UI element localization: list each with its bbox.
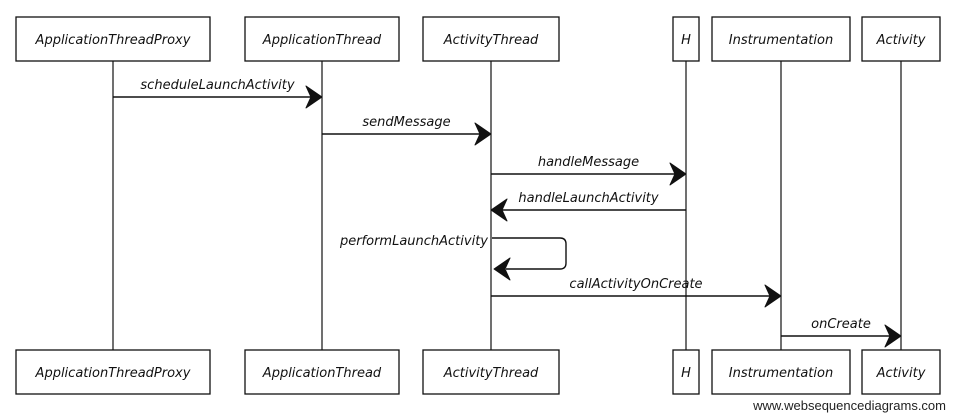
message-handleLaunchActivity: handleLaunchActivity (490, 191, 686, 222)
message-sendMessage: sendMessage (322, 115, 492, 146)
lifelines (112, 61, 902, 350)
arrowhead (493, 257, 511, 281)
participant-box-frame (422, 16, 560, 62)
participant-box-appthread-top: ApplicationThread (244, 16, 400, 62)
message-label: onCreate (811, 317, 871, 332)
arrowhead (305, 85, 323, 109)
message-performLaunchActivity: performLaunchActivity (339, 234, 567, 281)
participant-box-activity-top: Activity (861, 16, 941, 62)
participant-label: Instrumentation (729, 33, 833, 48)
participant-box-frame (15, 349, 211, 395)
message-scheduleLaunchActivity: scheduleLaunchActivity (113, 78, 323, 109)
participant-box-frame (15, 16, 211, 62)
participant-box-frame (711, 349, 851, 395)
participant-boxes: ApplicationThreadProxyApplicationThreadP… (15, 16, 941, 395)
participant-box-proxy-bottom: ApplicationThreadProxy (15, 349, 211, 395)
participant-box-frame (422, 349, 560, 395)
participant-label: ApplicationThreadProxy (35, 33, 191, 48)
participant-box-frame (861, 16, 941, 62)
message-callActivityOnCreate: callActivityOnCreate (491, 277, 782, 308)
participant-box-activity-bottom: Activity (861, 349, 941, 395)
participant-box-frame (861, 349, 941, 395)
message-label: performLaunchActivity (339, 234, 488, 249)
participant-label: Activity (876, 366, 926, 381)
message-onCreate: onCreate (781, 317, 902, 348)
participant-label: ApplicationThread (262, 366, 382, 381)
participant-box-frame (244, 349, 400, 395)
arrowhead (764, 284, 782, 308)
arrowhead (669, 162, 687, 186)
participant-box-activitythread-bottom: ActivityThread (422, 349, 560, 395)
message-label: sendMessage (362, 115, 450, 130)
message-label: handleLaunchActivity (518, 191, 659, 206)
self-message-line (492, 237, 567, 270)
participant-box-h-bottom: H (672, 349, 700, 395)
participant-label: ApplicationThread (262, 33, 382, 48)
participant-label: H (681, 366, 691, 381)
participant-box-h-top: H (672, 16, 700, 62)
message-label: callActivityOnCreate (569, 277, 702, 292)
participant-label: Instrumentation (729, 366, 833, 381)
participant-box-frame (711, 16, 851, 62)
participant-box-instr-top: Instrumentation (711, 16, 851, 62)
participant-label: ActivityThread (443, 33, 539, 48)
arrowhead (490, 198, 508, 222)
participant-label: ApplicationThreadProxy (35, 366, 191, 381)
participant-box-instr-bottom: Instrumentation (711, 349, 851, 395)
participant-box-frame (672, 349, 700, 395)
arrowhead (474, 122, 492, 146)
message-label: handleMessage (538, 155, 639, 170)
participant-box-appthread-bottom: ApplicationThread (244, 349, 400, 395)
watermark-footer: www.websequencediagrams.com (753, 398, 946, 413)
participant-label: ActivityThread (443, 366, 539, 381)
participant-label: Activity (876, 33, 926, 48)
messages: scheduleLaunchActivity sendMessage handleM… (113, 78, 902, 348)
message-handleMessage: handleMessage (491, 155, 687, 186)
participant-box-frame (244, 16, 400, 62)
participant-box-activitythread-top: ActivityThread (422, 16, 560, 62)
participant-box-frame (672, 16, 700, 62)
participant-label: H (681, 33, 691, 48)
message-label: scheduleLaunchActivity (140, 78, 294, 93)
arrowhead (884, 324, 902, 348)
participant-box-proxy-top: ApplicationThreadProxy (15, 16, 211, 62)
